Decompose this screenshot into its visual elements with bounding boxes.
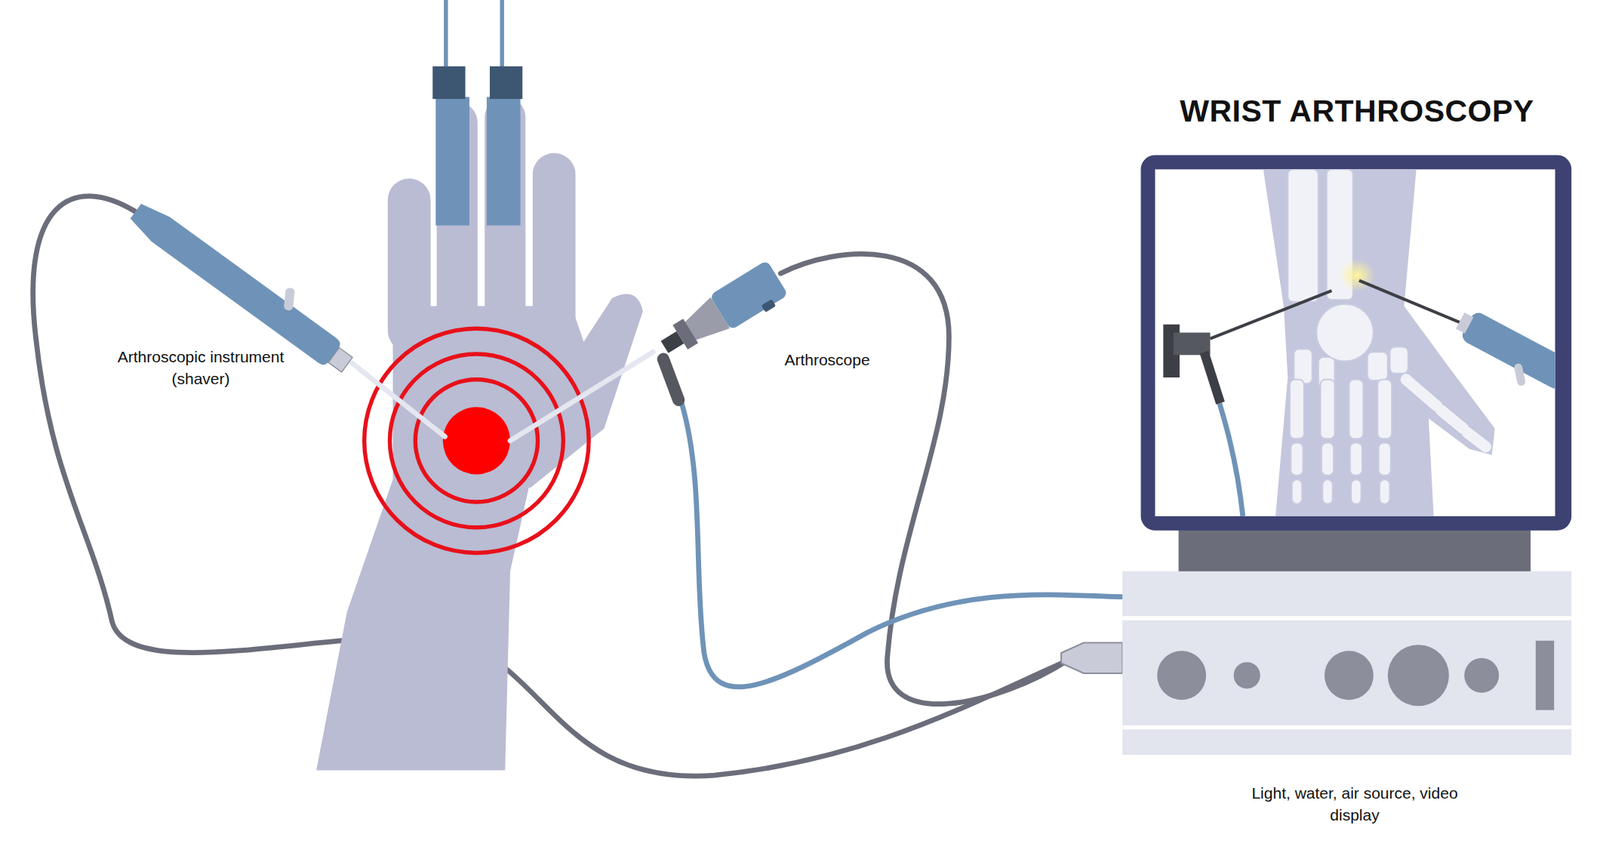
pain-target-part [443, 406, 511, 474]
light-water-air-console-part [1122, 571, 1572, 755]
screen-image-part-part [1445, 306, 1555, 405]
bone [1292, 479, 1303, 504]
thumb-bone [1467, 432, 1486, 447]
arthroscope-part-part [661, 331, 685, 354]
arthroscope-part [653, 260, 790, 368]
screen-image-part-part [1173, 332, 1211, 356]
pain-target-part [364, 328, 589, 553]
hand-part [532, 153, 576, 342]
bone [1367, 351, 1388, 381]
screen-image-part [1163, 290, 1332, 517]
finger-traps-part [432, 66, 465, 99]
shaver-instrument-part [351, 363, 445, 437]
light-water-air-console-part [1464, 658, 1499, 693]
light-water-air-console-part [1233, 661, 1261, 689]
video-monitor-part [1178, 525, 1531, 573]
hand-part [387, 178, 431, 353]
hand [316, 96, 644, 770]
shaver-instrument [126, 185, 446, 437]
screen-image-part-part-part [1459, 310, 1555, 392]
finger-traps-part [500, 0, 505, 68]
cable-plug-part [1061, 642, 1123, 674]
light-water-air-console-part [1156, 650, 1207, 700]
bone [1348, 379, 1364, 439]
part-label: Light, water, air source, video display [1241, 781, 1468, 827]
arthroscope-part [510, 351, 653, 441]
part-label: Arthroscopic instrument (shaver) [102, 345, 299, 391]
finger-traps-part [435, 96, 470, 225]
light-water-air-console-part [1324, 650, 1374, 700]
thumb-bone [1440, 409, 1464, 428]
bone [1290, 443, 1303, 476]
finger-traps-part [443, 0, 448, 68]
bone [1379, 479, 1391, 504]
screen-image-part [1287, 169, 1486, 504]
screen-image-part-part-part [1513, 363, 1527, 387]
arthroscope [510, 260, 791, 441]
shaver-instrument-part-part [283, 287, 296, 311]
finger-traps-part [486, 96, 521, 225]
screen-image-part-part [1210, 290, 1333, 339]
bone [1287, 169, 1319, 302]
screen-image-part [1263, 169, 1496, 517]
screen-image-part-part-part [1455, 312, 1474, 334]
camera-cable [780, 253, 1067, 704]
bone [1322, 479, 1333, 504]
light-water-air-console [1122, 571, 1572, 755]
screen-image-part-part [1359, 280, 1470, 327]
arthroscope-part [663, 359, 679, 400]
bone [1293, 348, 1312, 384]
bone [1377, 379, 1392, 439]
video-monitor [1141, 154, 1575, 573]
light-water-air-console-part [1535, 640, 1554, 711]
cables [33, 196, 1124, 776]
screen-image-part [1338, 258, 1556, 405]
finger-traps [432, 0, 523, 226]
arthroscope-part-part [761, 298, 776, 313]
pain-target-part [389, 353, 564, 528]
bone [1378, 443, 1391, 476]
bone [1321, 443, 1334, 476]
bone [1289, 379, 1305, 439]
bone [1389, 347, 1408, 374]
shaver-instrument-part-part [328, 347, 353, 373]
shaver-instrument-part-part [126, 198, 343, 367]
bone [1350, 443, 1363, 476]
pain-target-part [415, 379, 538, 502]
light-water-air-console-part [1122, 725, 1572, 730]
light-water-air-console-part [1122, 615, 1572, 620]
bone [1320, 379, 1336, 439]
bone [1350, 479, 1362, 504]
screen-image [1163, 169, 1555, 517]
screen-image-part-part [1338, 258, 1376, 292]
finger-traps-part [489, 66, 523, 99]
part-label: Arthroscope [744, 348, 911, 371]
cable-plug [1061, 642, 1123, 674]
thumb-bone [1406, 379, 1437, 407]
pain-target [364, 328, 589, 553]
hand-part [484, 96, 526, 332]
light-water-air-console-part [1387, 644, 1450, 706]
screen-image-part-part [1203, 351, 1221, 404]
carpal-bone [1316, 304, 1374, 362]
light-cable [681, 403, 1123, 687]
diagram-title: WRIST ARTHROSCOPY [1179, 93, 1534, 130]
